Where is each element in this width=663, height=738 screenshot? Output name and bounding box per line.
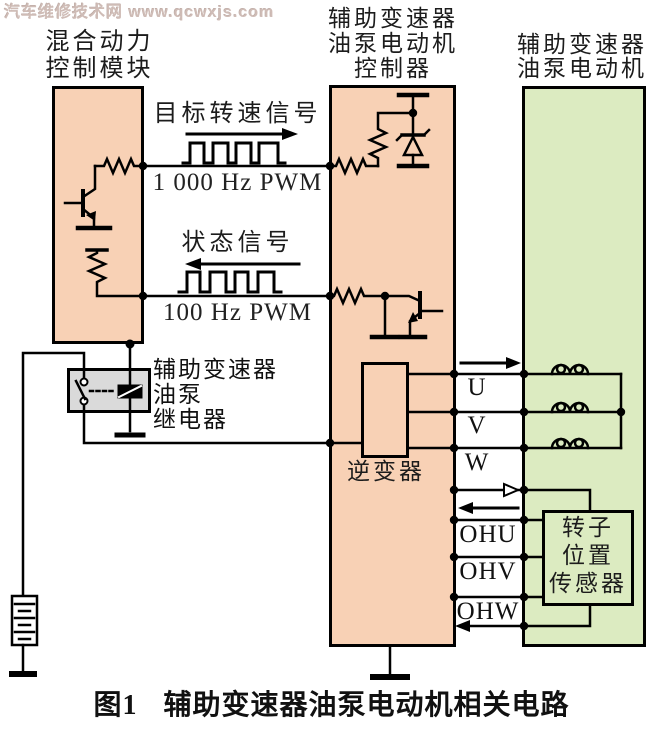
relay-label-line2: 油泵	[153, 382, 203, 407]
sensor-wire-label-ohv: OHV	[459, 558, 517, 585]
hybrid-module-circuit	[63, 155, 145, 298]
signal-wires	[141, 164, 332, 298]
relay-label-line3: 继电器	[153, 407, 228, 432]
coil-icon	[550, 363, 590, 376]
battery-icon	[9, 594, 39, 677]
left-block-title-line1: 混合动力	[45, 29, 154, 55]
controller-status-circuit	[328, 285, 444, 340]
right-block-title: 辅助变速器 油泵电动机	[502, 33, 662, 81]
emitter-arrow-icon	[408, 312, 418, 323]
target-speed-signal	[181, 128, 298, 165]
phase-wiring	[407, 357, 623, 450]
watermark: 汽车维修技术网 www.qcwxjs.com	[4, 4, 275, 21]
status-freq: 100 Hz PWM	[163, 299, 312, 326]
relay-contact-top	[79, 377, 89, 387]
right-block-title-line2: 油泵电动机	[517, 56, 647, 81]
sensor-wire-label-ohw: OHW	[456, 598, 520, 625]
zener-diode-icon	[401, 134, 425, 157]
rotor-sensor-line2: 位置	[562, 543, 614, 568]
left-block-title-line2: 控制模块	[45, 56, 154, 82]
relay-circuit	[21, 342, 363, 598]
rotor-sensor-line3: 传感器	[549, 571, 627, 596]
hybrid-control-module-block	[52, 86, 144, 344]
arrow-left-icon	[455, 620, 470, 632]
target-speed-label: 目标转速信号	[153, 101, 322, 127]
left-block-title: 混合动力 控制模块	[22, 29, 177, 83]
mid-block-title-line3: 控制器	[354, 56, 432, 81]
relay-switch-blade	[74, 379, 87, 401]
pwm-waveform-icon	[177, 270, 283, 294]
status-label: 状态信号	[181, 230, 294, 256]
controller-input-circuit	[328, 92, 431, 177]
target-speed-freq: 1 000 Hz PWM	[152, 169, 323, 196]
relay-label-line1: 辅助变速器	[153, 357, 278, 382]
rotor-sensor-line1: 转子	[562, 515, 614, 540]
emitter-arrow-icon	[86, 211, 96, 221]
inverter-box	[361, 362, 409, 458]
right-block-title-line1: 辅助变速器	[517, 32, 647, 57]
junction-dots	[125, 108, 626, 631]
rotor-sensor-label: 转子 位置 传感器	[543, 514, 633, 598]
mid-block-title: 辅助变速器 油泵电动机 控制器	[315, 6, 471, 81]
controller-ground-icon	[370, 645, 410, 680]
arrow-right-icon	[503, 482, 521, 498]
figure-title: 辅助变速器油泵电动机相关电路	[163, 690, 570, 721]
mid-block-title-line1: 辅助变速器	[328, 6, 458, 31]
phase-label-u: U	[467, 374, 487, 401]
coil-icon	[550, 437, 590, 450]
pwm-waveform-icon	[181, 141, 287, 165]
relay-label: 辅助变速器 油泵 继电器	[153, 357, 278, 432]
rotor-position-sensor-box	[542, 510, 634, 606]
phase-label-v: V	[467, 412, 487, 439]
inverter-label: 逆变器	[347, 459, 425, 484]
mid-block-title-line2: 油泵电动机	[328, 31, 458, 56]
sensor-wire-label-ohu: OHU	[459, 521, 517, 548]
status-signal	[177, 258, 301, 294]
coil-icon	[550, 401, 590, 414]
figure-number: 图1	[93, 690, 138, 721]
figure-caption: 图1 辅助变速器油泵电动机相关电路	[0, 691, 663, 720]
phase-label-w: W	[464, 449, 490, 476]
